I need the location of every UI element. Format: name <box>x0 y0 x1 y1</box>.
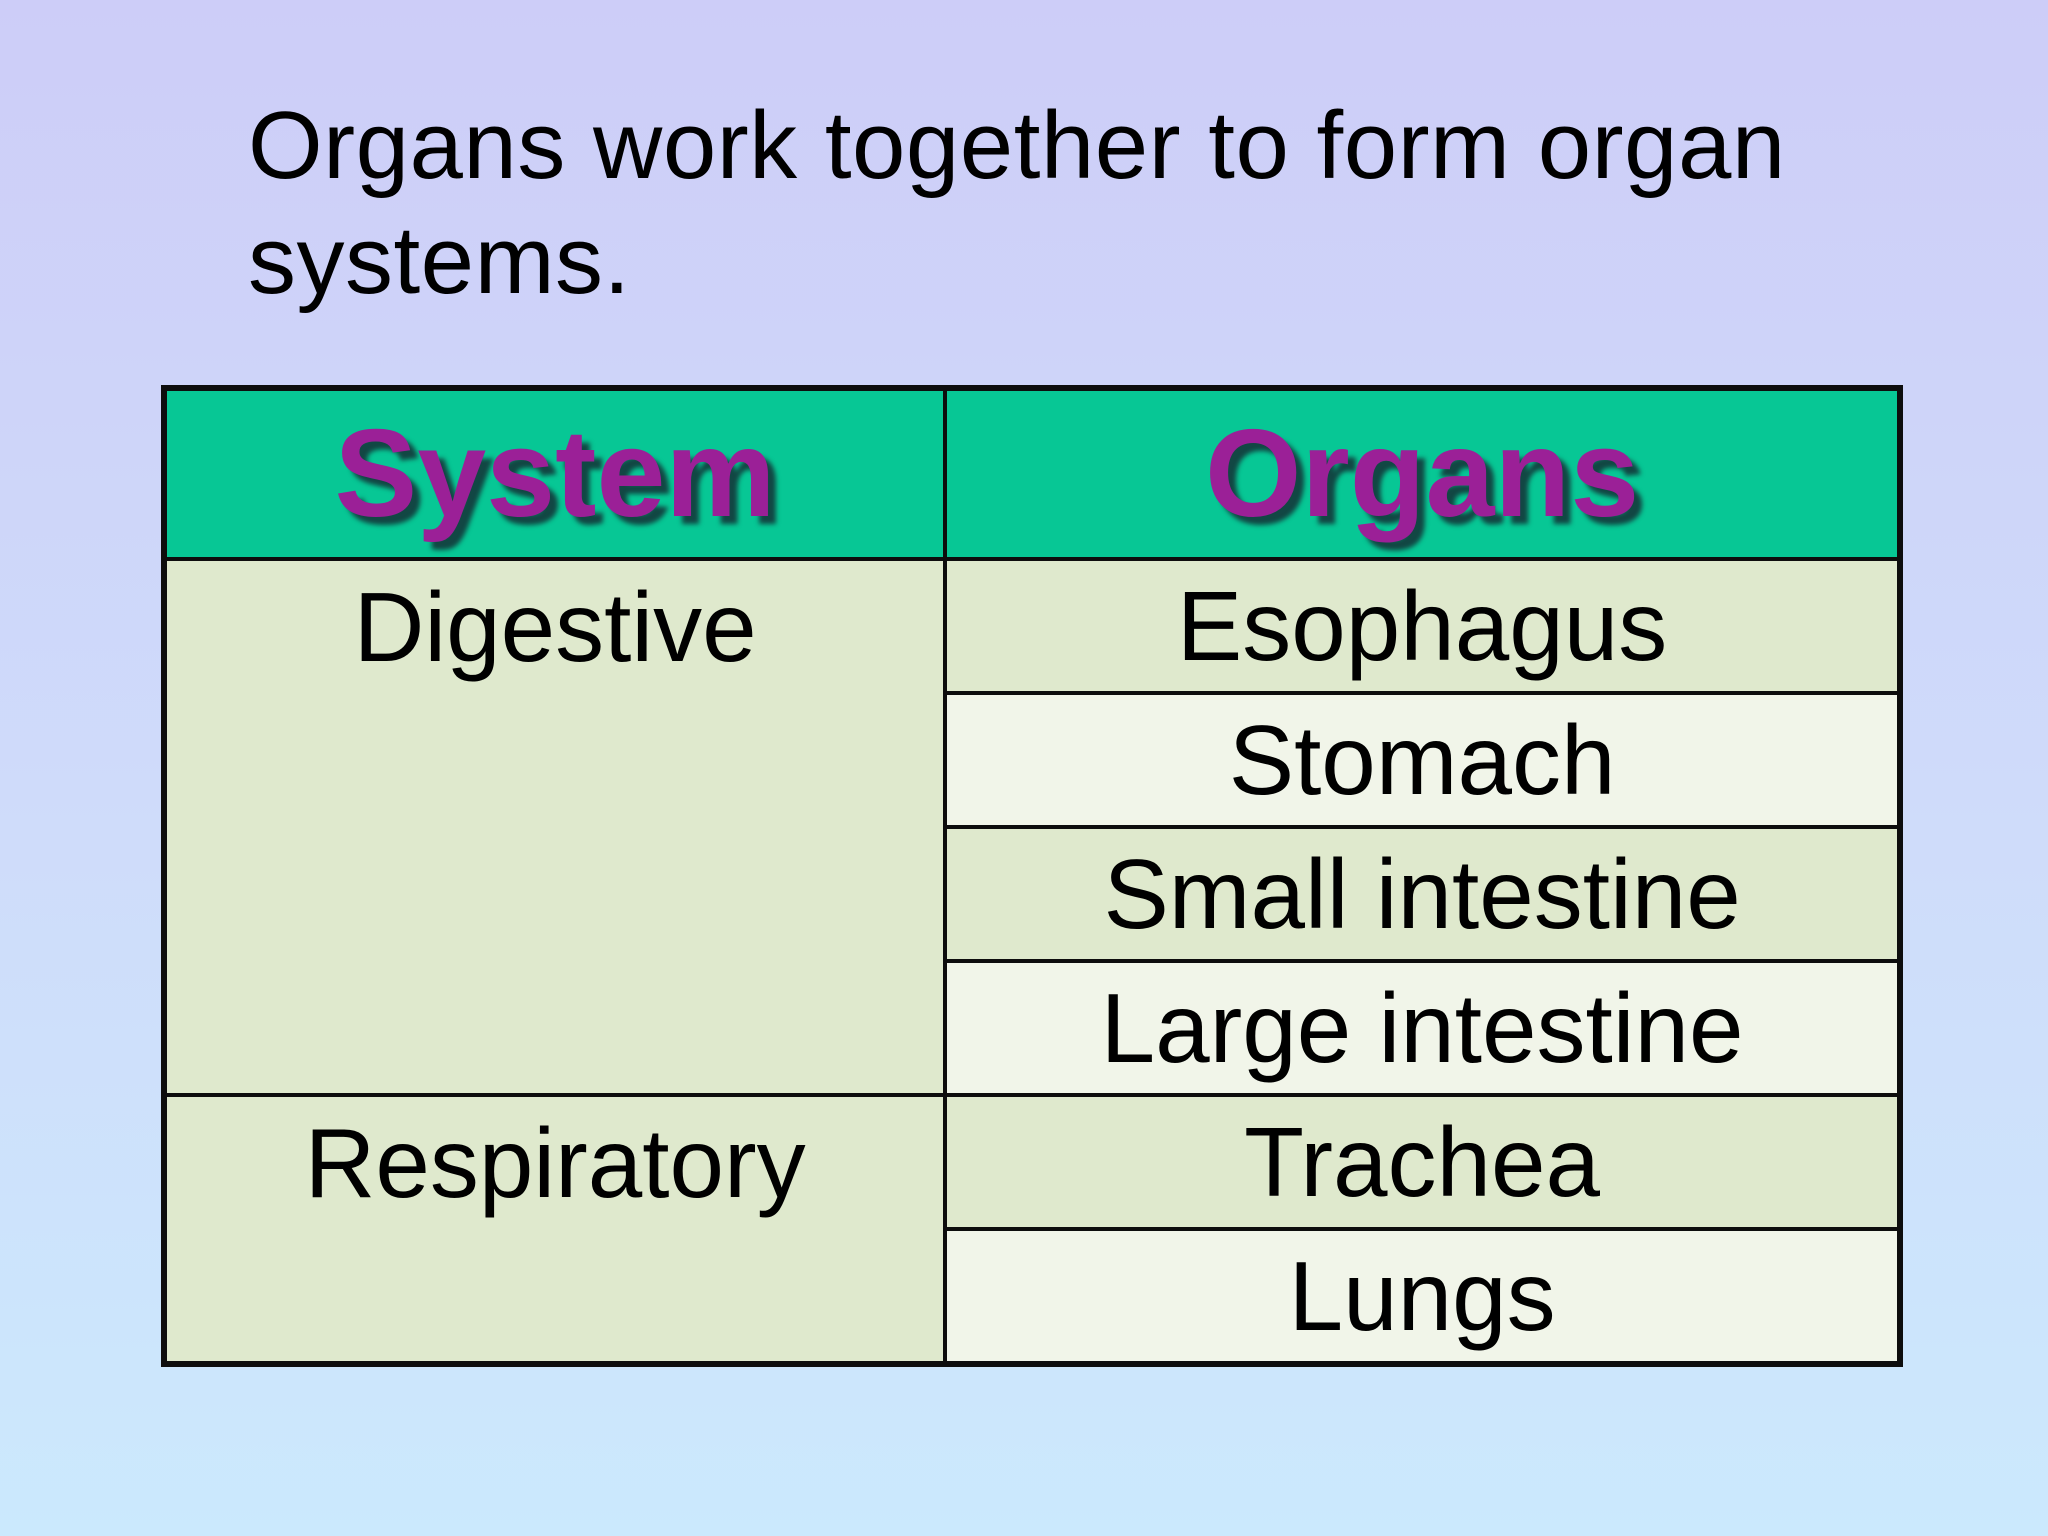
table-header-system: System <box>161 386 948 561</box>
system-cell-digestive: Digestive <box>161 557 948 1097</box>
system-cell-respiratory: Respiratory <box>161 1093 948 1366</box>
organ-cell-large-intestine: Large intestine <box>943 959 1902 1097</box>
table-header-organs: Organs <box>943 386 1902 561</box>
table-row: Large intestine <box>164 959 1902 1097</box>
organ-systems-table: System Organs Digestive Esophagus Stomac… <box>161 385 1903 1367</box>
organ-cell-lungs: Lungs <box>943 1227 1902 1366</box>
table-row: Respiratory Trachea <box>161 1093 1902 1366</box>
organ-cell-stomach: Stomach <box>943 691 1902 829</box>
table-row: Lungs <box>164 1227 1902 1366</box>
organ-cell-trachea: Trachea <box>943 1093 1902 1231</box>
table-row: Stomach <box>164 691 1902 829</box>
slide-title: Organs work together to form organ syste… <box>248 92 1786 315</box>
organ-cell-esophagus: Esophagus <box>943 557 1902 695</box>
organ-cell-small-intestine: Small intestine <box>943 825 1902 963</box>
table-row: Small intestine <box>164 825 1902 963</box>
table-row: Digestive Esophagus <box>161 557 1902 1097</box>
table-header-row: System Organs <box>161 386 1902 561</box>
